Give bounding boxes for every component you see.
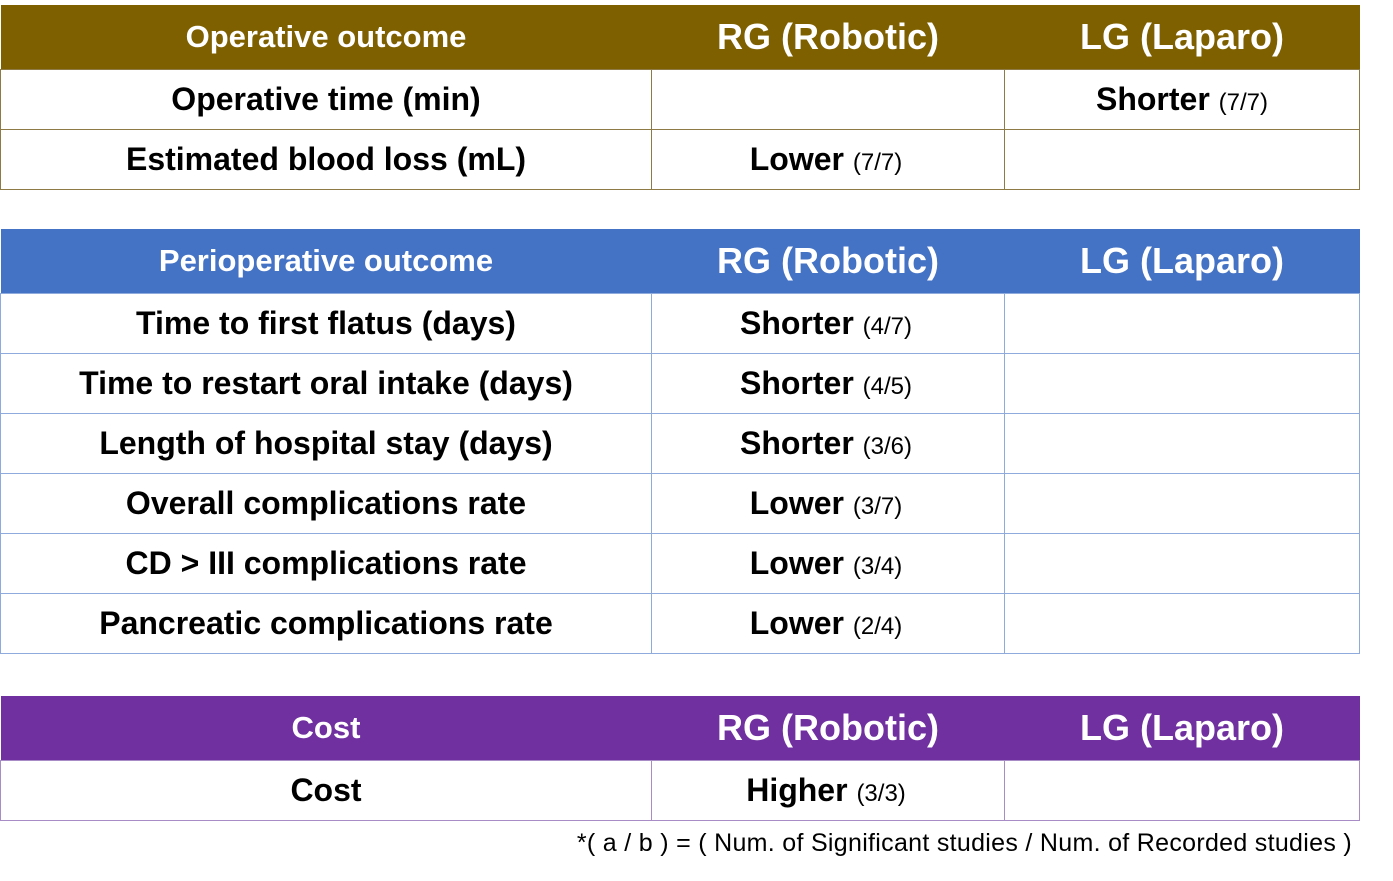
rg-result: Lower bbox=[749, 485, 844, 521]
lg-cell bbox=[1004, 533, 1360, 594]
header-category: Perioperative outcome bbox=[0, 229, 652, 294]
row-label: Length of hospital stay (days) bbox=[0, 413, 652, 474]
rg-result: Lower bbox=[749, 605, 844, 641]
operative-outcome-table: Operative outcome RG (Robotic) LG (Lapar… bbox=[0, 5, 1360, 190]
row-label: Operative time (min) bbox=[0, 69, 652, 130]
lg-cell bbox=[1004, 413, 1360, 474]
rg-cell: Lower (7/7) bbox=[651, 129, 1005, 190]
rg-cell: Lower (2/4) bbox=[651, 593, 1005, 654]
footnote: *( a / b ) = ( Num. of Significant studi… bbox=[576, 829, 1352, 857]
rg-cell: Lower (3/7) bbox=[651, 473, 1005, 534]
rg-cell: Shorter (4/5) bbox=[651, 353, 1005, 414]
lg-cell bbox=[1004, 353, 1360, 414]
header-rg: RG (Robotic) bbox=[651, 696, 1005, 761]
lg-count: (7/7) bbox=[1218, 89, 1269, 116]
rg-result: Lower bbox=[749, 141, 844, 177]
row-label: Pancreatic complications rate bbox=[0, 593, 652, 654]
rg-cell bbox=[651, 69, 1005, 130]
header-category: Cost bbox=[0, 696, 652, 761]
row-label: Time to first flatus (days) bbox=[0, 293, 652, 354]
rg-cell: Higher (3/3) bbox=[651, 760, 1005, 821]
rg-count: (3/4) bbox=[852, 553, 903, 580]
lg-cell bbox=[1004, 593, 1360, 654]
rg-count: (3/7) bbox=[852, 493, 903, 520]
header-rg: RG (Robotic) bbox=[651, 5, 1005, 70]
rg-result: Lower bbox=[749, 545, 844, 581]
rg-count: (3/6) bbox=[862, 433, 913, 460]
row-label: Estimated blood loss (mL) bbox=[0, 129, 652, 190]
table-row: Length of hospital stay (days) Shorter (… bbox=[0, 413, 1360, 474]
header-lg: LG (Laparo) bbox=[1004, 696, 1360, 761]
rg-count: (4/5) bbox=[862, 373, 913, 400]
lg-cell bbox=[1004, 293, 1360, 354]
lg-cell bbox=[1004, 760, 1360, 821]
perioperative-outcome-table: Perioperative outcome RG (Robotic) LG (L… bbox=[0, 229, 1360, 654]
lg-cell: Shorter (7/7) bbox=[1004, 69, 1360, 130]
rg-count: (3/3) bbox=[856, 780, 906, 807]
cost-table: Cost RG (Robotic) LG (Laparo) Cost Highe… bbox=[0, 696, 1360, 821]
rg-count: (4/7) bbox=[862, 313, 913, 340]
rg-count: (7/7) bbox=[852, 149, 903, 176]
table-row: Operative time (min) Shorter (7/7) bbox=[0, 69, 1360, 130]
rg-count: (2/4) bbox=[852, 613, 903, 640]
table-row: Time to restart oral intake (days) Short… bbox=[0, 353, 1360, 414]
rg-result: Higher bbox=[746, 772, 848, 808]
rg-cell: Lower (3/4) bbox=[651, 533, 1005, 594]
table-row: Estimated blood loss (mL) Lower (7/7) bbox=[0, 129, 1360, 190]
header-lg: LG (Laparo) bbox=[1004, 229, 1360, 294]
rg-result: Shorter bbox=[739, 365, 854, 401]
row-label: Overall complications rate bbox=[0, 473, 652, 534]
table-header-row: Operative outcome RG (Robotic) LG (Lapar… bbox=[0, 5, 1360, 70]
header-category: Operative outcome bbox=[0, 5, 652, 70]
row-label: Time to restart oral intake (days) bbox=[0, 353, 652, 414]
table-row: Pancreatic complications rate Lower (2/4… bbox=[0, 593, 1360, 654]
header-lg: LG (Laparo) bbox=[1004, 5, 1360, 70]
table-row: Time to first flatus (days) Shorter (4/7… bbox=[0, 293, 1360, 354]
table-row: Cost Higher (3/3) bbox=[0, 760, 1360, 821]
rg-cell: Shorter (4/7) bbox=[651, 293, 1005, 354]
lg-result: Shorter bbox=[1095, 81, 1210, 117]
table-row: Overall complications rate Lower (3/7) bbox=[0, 473, 1360, 534]
table-header-row: Perioperative outcome RG (Robotic) LG (L… bbox=[0, 229, 1360, 294]
rg-result: Shorter bbox=[739, 305, 854, 341]
lg-cell bbox=[1004, 129, 1360, 190]
lg-cell bbox=[1004, 473, 1360, 534]
row-label: Cost bbox=[0, 760, 652, 821]
header-rg: RG (Robotic) bbox=[651, 229, 1005, 294]
rg-result: Shorter bbox=[739, 425, 854, 461]
table-header-row: Cost RG (Robotic) LG (Laparo) bbox=[0, 696, 1360, 761]
table-row: CD > III complications rate Lower (3/4) bbox=[0, 533, 1360, 594]
rg-cell: Shorter (3/6) bbox=[651, 413, 1005, 474]
row-label: CD > III complications rate bbox=[0, 533, 652, 594]
